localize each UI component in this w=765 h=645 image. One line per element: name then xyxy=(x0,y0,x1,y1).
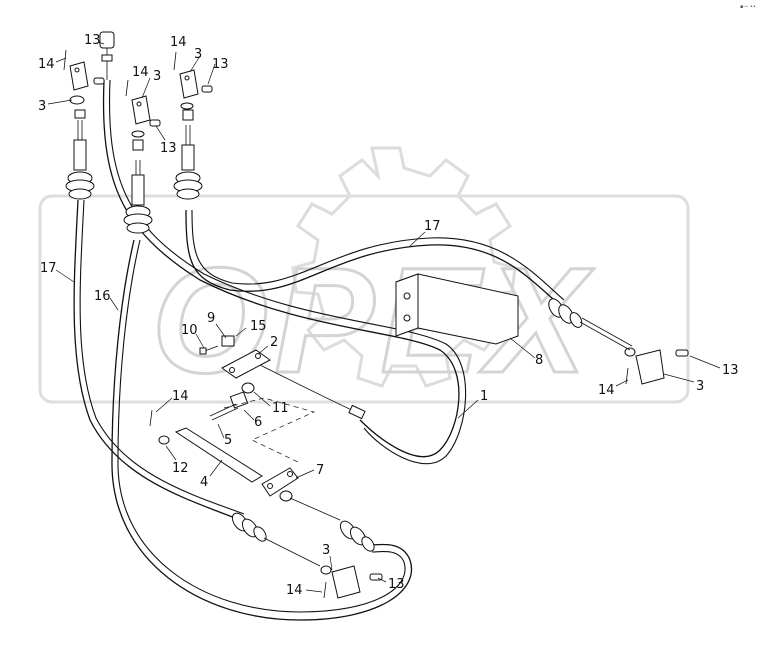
callout-16: 16 xyxy=(94,289,111,304)
callout-2: 2 xyxy=(270,335,278,350)
cable-head-center xyxy=(123,139,153,234)
plate-7 xyxy=(261,467,299,497)
callout-13c: 13 xyxy=(160,141,177,156)
callout-3b: 3 xyxy=(153,69,161,84)
callout-11: 11 xyxy=(272,401,289,416)
callout-14b: 14 xyxy=(132,65,149,80)
split-pin-3 xyxy=(173,51,177,71)
split-pin-5 xyxy=(323,581,327,599)
clevis-top-left xyxy=(69,61,105,105)
callout-labels: 14 13 14 3 3 3 14 13 13 17 16 17 8 13 3 … xyxy=(38,33,739,598)
clevis-top-center xyxy=(131,95,161,138)
callout-13e: 13 xyxy=(388,577,405,592)
callout-14c: 14 xyxy=(170,35,187,50)
callout-9: 9 xyxy=(207,311,215,326)
callout-12: 12 xyxy=(172,461,189,476)
callout-14a: 14 xyxy=(38,57,55,72)
clevis-right xyxy=(624,347,689,385)
callout-13b: 13 xyxy=(212,57,229,72)
callout-3e: 3 xyxy=(322,543,330,558)
cable-17-left xyxy=(73,199,241,521)
callout-13d: 13 xyxy=(722,363,739,378)
clevises xyxy=(63,49,689,599)
cables xyxy=(73,79,565,621)
watermark-text: OPEX xyxy=(152,236,595,404)
watermark-gear xyxy=(291,146,517,388)
cable-17-left-inner xyxy=(79,199,245,515)
cable-16-inner xyxy=(117,239,406,613)
callout-15: 15 xyxy=(250,319,267,334)
bracket-8 xyxy=(395,273,519,345)
cable-heads xyxy=(65,31,203,234)
cable-thin xyxy=(259,364,357,413)
callout-1: 1 xyxy=(480,389,488,404)
cable-17-right-inner xyxy=(191,209,565,301)
callout-3c: 3 xyxy=(194,47,202,62)
leader-lines xyxy=(47,41,721,593)
top-stud xyxy=(99,31,115,80)
cable-heads-bottom xyxy=(231,512,375,567)
cable-end-right xyxy=(548,298,633,351)
callout-3d: 3 xyxy=(696,379,704,394)
split-pin-1 xyxy=(63,49,67,71)
clevis-top-right xyxy=(179,69,213,110)
callout-10: 10 xyxy=(181,323,198,338)
callout-3a: 3 xyxy=(38,99,46,114)
cable-17-right xyxy=(185,209,561,306)
callout-5: 5 xyxy=(224,433,232,448)
cable-head-left xyxy=(65,109,95,200)
callout-14e: 14 xyxy=(172,389,189,404)
callout-14f: 14 xyxy=(286,583,303,598)
callout-13a: 13 xyxy=(84,33,101,48)
cable-16 xyxy=(111,239,413,621)
callout-6: 6 xyxy=(254,415,262,430)
clevis-bottom xyxy=(320,565,383,599)
callout-8: 8 xyxy=(535,353,543,368)
lower-mechanism xyxy=(158,335,366,521)
split-pin-4 xyxy=(625,367,629,385)
split-pin-6 xyxy=(149,409,153,427)
callout-17a: 17 xyxy=(40,261,57,276)
callout-14d: 14 xyxy=(598,383,615,398)
callout-4: 4 xyxy=(200,475,208,490)
callout-17b: 17 xyxy=(424,219,441,234)
split-pin-2 xyxy=(125,79,129,97)
callout-7: 7 xyxy=(316,463,324,478)
cable-head-right xyxy=(173,109,203,200)
corner-mark: ▪— •• xyxy=(740,4,756,10)
watermark-banner xyxy=(38,194,690,404)
